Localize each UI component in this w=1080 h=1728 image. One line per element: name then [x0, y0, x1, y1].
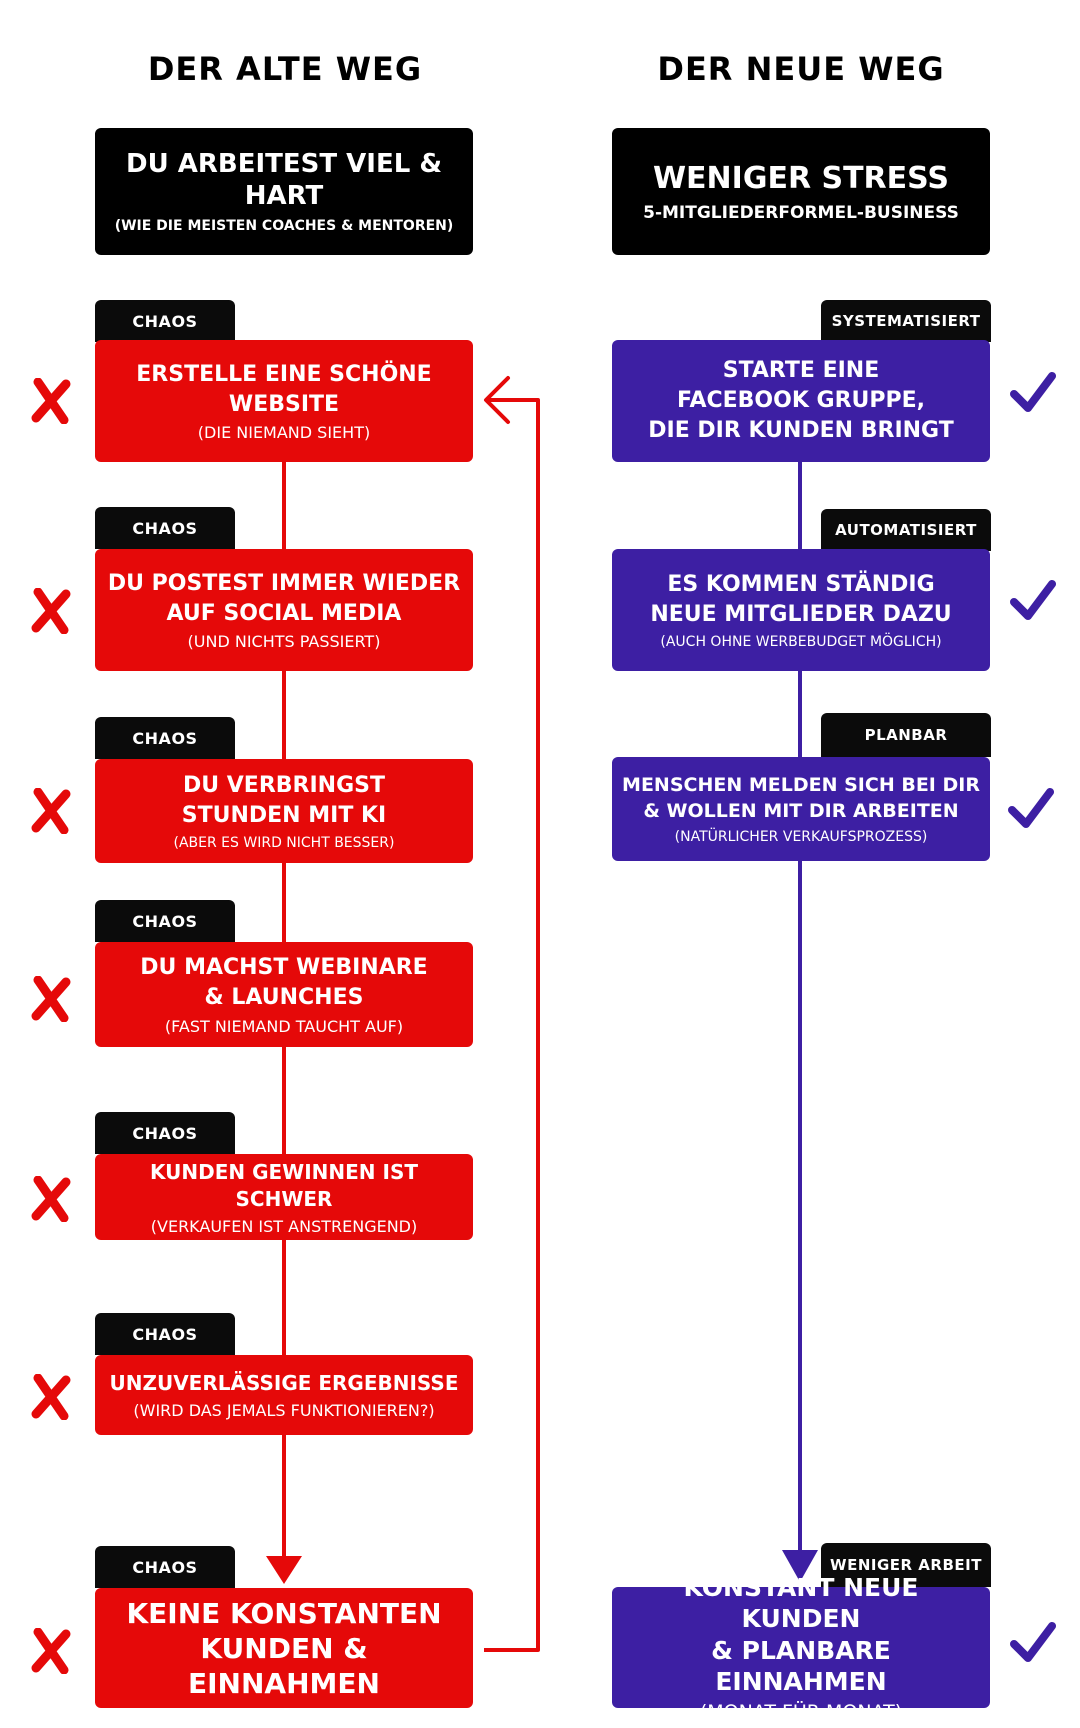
old-way-step-social-media: DU POSTEST IMMER WIEDER AUF SOCIAL MEDIA…	[95, 549, 473, 671]
step-title: KEINE KONSTANTEN KUNDEN & EINNAHMEN	[126, 1596, 442, 1700]
chaos-tag: CHAOS	[95, 1546, 235, 1588]
step-title: ERSTELLE EINE SCHÖNE WEBSITE	[136, 361, 432, 417]
step-title: KONSTANT NEUE KUNDEN & PLANBARE EINNAHME…	[683, 1573, 919, 1696]
automatisiert-tag: AUTOMATISIERT	[821, 509, 991, 551]
x-icon	[31, 1374, 71, 1420]
step-note: (VERKAUFEN IST ANSTRENGEND)	[150, 1216, 418, 1236]
old-way-step-ergebnisse: UNZUVERLÄSSIGE ERGEBNISSE (WIRD DAS JEMA…	[95, 1355, 473, 1435]
left-flow-arrowhead	[266, 1556, 302, 1584]
chaos-tag: CHAOS	[95, 717, 235, 759]
check-icon	[1008, 788, 1054, 828]
x-icon	[31, 1628, 71, 1674]
right-top-title: WENIGER STRESS	[652, 160, 950, 196]
step-note: (MONAT FÜR MONAT)	[699, 1701, 903, 1723]
weniger-arbeit-tag: WENIGER ARBEIT	[821, 1543, 991, 1587]
x-icon	[31, 788, 71, 834]
step-note: (NATÜRLICHER VERKAUFSPROZESS)	[674, 828, 928, 845]
old-way-result: KEINE KONSTANTEN KUNDEN & EINNAHMEN	[95, 1588, 473, 1708]
x-icon	[31, 976, 71, 1022]
chaos-tag: CHAOS	[95, 900, 235, 942]
step-title: MENSCHEN MELDEN SICH BEI DIR & WOLLEN MI…	[622, 774, 980, 822]
old-way-step-website: ERSTELLE EINE SCHÖNE WEBSITE (DIE NIEMAN…	[95, 340, 473, 462]
chaos-tag: CHAOS	[95, 507, 235, 549]
x-icon	[31, 1176, 71, 1222]
old-way-step-ki: DU VERBRINGST STUNDEN MIT KI (ABER ES WI…	[95, 759, 473, 863]
chaos-tag: CHAOS	[95, 1112, 235, 1154]
step-note: (AUCH OHNE WERBEBUDGET MÖGLICH)	[660, 633, 942, 650]
step-title: STARTE EINE FACEBOOK GRUPPE, DIE DIR KUN…	[648, 358, 954, 443]
systematisiert-tag: SYSTEMATISIERT	[821, 300, 991, 342]
left-top-title: DU ARBEITEST VIEL & HART	[126, 149, 442, 211]
new-way-result: KONSTANT NEUE KUNDEN & PLANBARE EINNAHME…	[612, 1573, 990, 1723]
left-top-box: DU ARBEITEST VIEL & HART (WIE DIE MEISTE…	[95, 128, 473, 255]
right-heading: DER NEUE WEG	[657, 50, 945, 88]
x-icon	[31, 588, 71, 634]
step-note: (UND NICHTS PASSIERT)	[187, 632, 381, 652]
x-icon	[31, 378, 71, 424]
step-title: DU MACHST WEBINARE & LAUNCHES	[140, 955, 428, 1010]
step-title: DU POSTEST IMMER WIEDER AUF SOCIAL MEDIA	[107, 570, 461, 626]
new-way-step-mitglieder: ES KOMMEN STÄNDIG NEUE MITGLIEDER DAZU (…	[612, 549, 990, 671]
step-title: UNZUVERLÄSSIGE ERGEBNISSE	[109, 1371, 459, 1395]
step-note: (DIE NIEMAND SIEHT)	[197, 423, 371, 443]
step-note: (ABER ES WIRD NICHT BESSER)	[173, 834, 395, 851]
left-top-subtitle: (WIE DIE MEISTEN COACHES & MENTOREN)	[114, 217, 454, 234]
loop-back-arrowhead	[484, 376, 510, 424]
check-icon	[1010, 1622, 1056, 1662]
check-icon	[1010, 580, 1056, 620]
right-top-subtitle: 5-MITGLIEDERFORMEL-BUSINESS	[643, 202, 959, 223]
left-heading: DER ALTE WEG	[147, 50, 423, 88]
old-way-step-kunden-gewinnen: KUNDEN GEWINNEN IST SCHWER (VERKAUFEN IS…	[95, 1154, 473, 1240]
new-way-step-menschen-melden-sich: MENSCHEN MELDEN SICH BEI DIR & WOLLEN MI…	[612, 757, 990, 861]
loop-back-line	[484, 398, 540, 1652]
step-note: (WIRD DAS JEMALS FUNKTIONIEREN?)	[133, 1401, 435, 1420]
step-title: KUNDEN GEWINNEN IST SCHWER	[150, 1159, 418, 1211]
planbar-tag: PLANBAR	[821, 713, 991, 757]
check-icon	[1010, 372, 1056, 412]
step-title: DU VERBRINGST STUNDEN MIT KI	[181, 773, 387, 828]
step-title: ES KOMMEN STÄNDIG NEUE MITGLIEDER DAZU	[650, 572, 952, 627]
chaos-tag: CHAOS	[95, 300, 235, 342]
chaos-tag: CHAOS	[95, 1313, 235, 1355]
new-way-step-facebook-gruppe: STARTE EINE FACEBOOK GRUPPE, DIE DIR KUN…	[612, 340, 990, 462]
old-way-step-webinare: DU MACHST WEBINARE & LAUNCHES (FAST NIEM…	[95, 942, 473, 1047]
step-note: (FAST NIEMAND TAUCHT AUF)	[164, 1016, 404, 1036]
right-top-box: WENIGER STRESS 5-MITGLIEDERFORMEL-BUSINE…	[612, 128, 990, 255]
